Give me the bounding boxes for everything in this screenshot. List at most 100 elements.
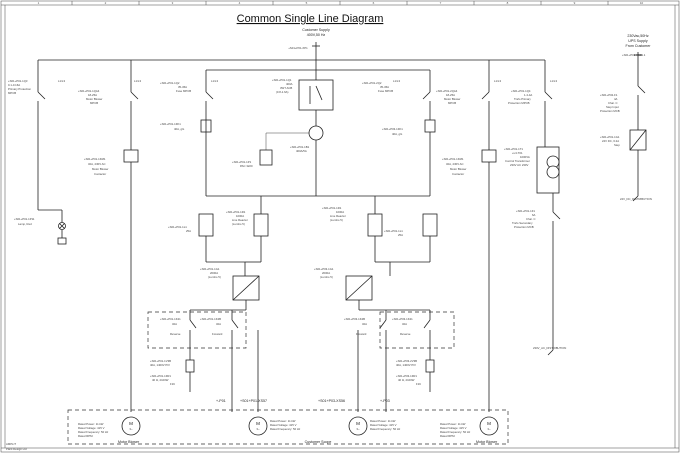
trafo-tag: +S01+P01-1T1	[504, 147, 523, 151]
trafo-voltages: 230V AC 230V	[510, 163, 528, 167]
fuse-tag: +S01+P01-1FK1	[160, 122, 181, 126]
frame-column-number: 9	[574, 1, 576, 5]
frame-column-number: 2	[105, 1, 107, 5]
mcb-rating: 6A	[532, 213, 536, 217]
motor-rating: Rated RPM:	[78, 434, 93, 438]
mcb-desc: Step Input	[606, 105, 619, 109]
mcb-type: Protection MCB	[600, 109, 620, 113]
frame-column-number: 4	[239, 1, 241, 5]
resistor-rating: 40 Ω, 2100W	[398, 378, 415, 382]
control-transformer-branch: +S01+P01-1Q4 1.4-4A Trafo Primary Protec…	[504, 84, 566, 356]
breaker-type: MPCB	[448, 101, 456, 105]
left-reversing-contactors: +S01+P01-1K21 32A Reverse +S01+P01-1K2B …	[147, 310, 247, 412]
contactor-rating: 32A	[216, 322, 221, 326]
resistor-rating: 40A, 1400V PIV	[150, 363, 170, 367]
reactor-desc: Line Reactor	[330, 214, 346, 218]
drive-rating: 2000A	[322, 271, 330, 275]
mcb-char: Char. C	[526, 217, 535, 221]
motor-rating: Rated Power: 11 kW	[270, 419, 296, 423]
contactor-rating: 32A	[402, 322, 407, 326]
motor-symbol: M	[129, 421, 133, 426]
motor-phase: 3~	[487, 427, 491, 431]
ups-supply-branch: 230Vac,50Hz UPS Supply From Customer +S0…	[600, 34, 652, 202]
resistor-rating: 40A, 1400V PIV	[396, 363, 416, 367]
motor-rating: Rated Power: 11 kW	[78, 422, 104, 426]
reactor-rating: 1000A	[336, 210, 344, 214]
resistor-tag: +S01+P01-1FR1	[150, 374, 171, 378]
contactor-tag: +S01+P01-1K2B	[200, 317, 221, 321]
diagram-title: Common Single Line Diagram	[237, 13, 384, 25]
resistor-note: F16	[416, 382, 421, 386]
bus-label: L1/L3	[134, 79, 141, 83]
breaker-desc: Motor Blower	[444, 97, 461, 101]
motor-rating: Rated Voltage: 415 V	[370, 423, 397, 427]
frame-column-number: 3	[172, 1, 174, 5]
customer-scope-label: Customer Scope	[305, 440, 332, 444]
motor-symbol: M	[487, 421, 491, 426]
contactor-tag: +S01+P01-1KM1	[84, 157, 106, 161]
ups-voltage: 230Vac,50Hz	[627, 34, 649, 38]
lamp-red: +S01+P01-1P11 Lamp, Red	[14, 209, 67, 245]
lamp-desc: Lamp, Red	[18, 222, 32, 226]
motor-symbol: M	[256, 421, 260, 426]
trafo-rating: 1000VA	[520, 155, 530, 159]
motor-blower-left: M 3~ Rated Power: 11 kW Rated Voltage: 4…	[78, 416, 141, 444]
contactor-type: Contactor	[94, 172, 106, 176]
mcb-rating: 4A	[614, 97, 618, 101]
motor-rating: Rated Frequency: 50 Hz	[78, 430, 109, 434]
breaker-desc: Primary Protection	[8, 87, 31, 91]
fuse-rating: 40A, gG	[392, 132, 402, 136]
footer-subtitle: Plant Design Ltd	[6, 447, 27, 451]
main-acb: +S01+P01-1Q1 400A 3WT ACB (0.8-1.6A) +S0…	[232, 68, 334, 196]
contactor-tag: +S01+P03-1K2B	[344, 317, 365, 321]
ct-rating: 400A/5A	[296, 149, 307, 153]
breaker-rating: 18-25A	[446, 93, 455, 97]
ups-tag: +S01+P01-XS01.1	[622, 53, 646, 57]
drive-rating: 2000A	[210, 271, 218, 275]
drive-note: (Lumbo 5)	[208, 275, 221, 279]
motor-rating: Rated Frequency: 50 Hz	[270, 427, 301, 431]
motor-symbol: M	[356, 421, 360, 426]
contactor-desc: Reverse	[170, 332, 181, 336]
footer-company: AMPLIT	[6, 442, 16, 446]
motor-label: Motor Blower	[476, 440, 498, 444]
reactor-tag: +S01+P01-1R1	[226, 210, 246, 214]
contactor-rating: 32A	[172, 322, 177, 326]
mcb-tag: +S01+P02-F1	[600, 93, 618, 97]
frame-column-number: 7	[440, 1, 442, 5]
breaker-tag: +S01+P01-2Q2	[362, 81, 382, 85]
customer-supply: Customer Supply 400V,50 Hz +S01+P01-XP1	[288, 28, 330, 68]
motor-label: Motor Blower	[118, 440, 140, 444]
customer-scope-box	[67, 409, 509, 445]
breaker-rating: 400A	[286, 82, 293, 86]
left-control-mpcb: +S01+P01-1Q2 35-45A Fuse MPCB +S01+P01-1…	[160, 81, 214, 196]
contactor-desc: Forward	[356, 332, 367, 336]
breaker-desc: Motor Blower	[86, 97, 103, 101]
cable-tag: +S01+P03-XS56	[318, 399, 345, 403]
trafo-sub-tag: +L3-T01	[512, 151, 523, 155]
bus-label: L1/L3	[494, 79, 501, 83]
reactor-desc: Line Reactor	[232, 218, 248, 222]
reactor-rating: 25A	[398, 233, 403, 237]
mcb-desc: Trafo Secondary	[512, 221, 533, 225]
resistor-rating: 40 Ω, 2100W	[152, 378, 169, 382]
breaker-tag: +S01+P01-1Q1	[272, 78, 292, 82]
resistor-note: F16	[170, 382, 175, 386]
reactor-tag: +S01+P01-1L1	[384, 229, 403, 233]
breaker-desc: 3WT ACB	[280, 86, 292, 90]
breaker-type: Protection MPCB	[508, 101, 530, 105]
resistor-tag: +S01+P03-1FR1	[396, 374, 417, 378]
motor-rating: Rated Frequency: 50 Hz	[370, 427, 401, 431]
customer-supply-voltage: 400V,50 Hz	[307, 33, 326, 37]
reactor-rating: 1000A	[236, 214, 244, 218]
contactor-tag: +S01+P01-1KM1	[442, 157, 464, 161]
frame-column-number: 6	[373, 1, 375, 5]
psu-tag: +S01+P01-1G1	[600, 135, 620, 139]
drive-tag: +S01+P01-1G1	[200, 267, 220, 271]
contactor-tag: +S01+P03-1K21	[392, 317, 413, 321]
customer-supply-tag: +S01+P01-XP1	[288, 46, 308, 50]
breaker-tag: +S01+P01-1QA4	[78, 89, 100, 93]
motor-rating: Rated Power: 11 kW	[440, 422, 466, 426]
